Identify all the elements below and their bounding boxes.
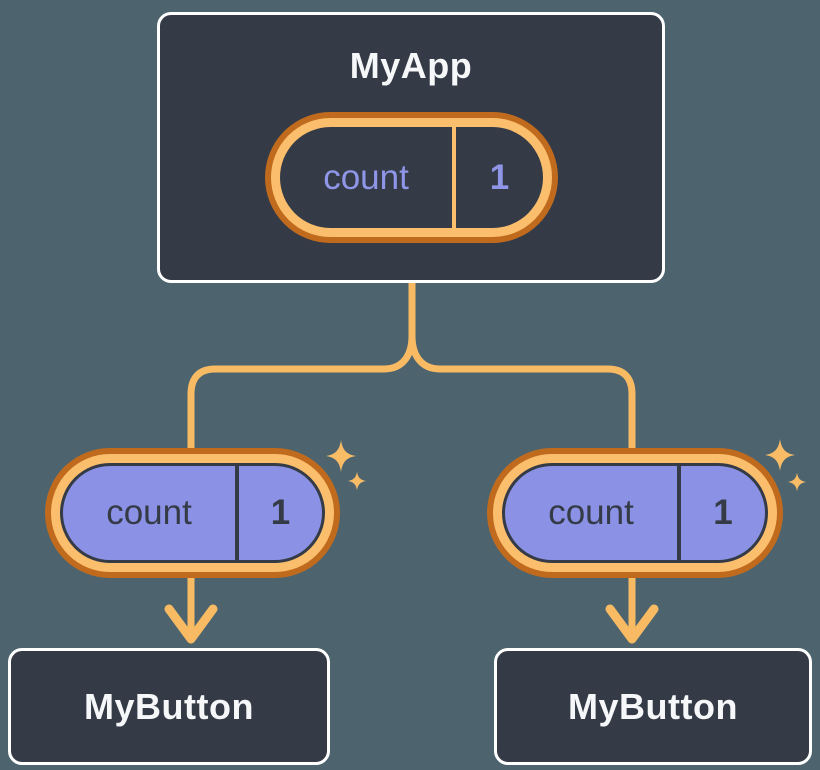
child-component-node: MyButton	[8, 648, 330, 765]
child-component-node: MyButton	[494, 648, 812, 765]
state-pill-body: count 1	[280, 127, 543, 228]
state-divider	[677, 466, 681, 560]
state-pill: count 1	[487, 448, 783, 578]
component-name: MyButton	[84, 685, 254, 727]
component-name: MyApp	[349, 45, 473, 86]
state-value: 1	[270, 493, 291, 532]
state-key: count	[106, 493, 192, 532]
state-pill: count 1	[265, 112, 558, 243]
state-key: count	[323, 157, 409, 197]
state-pill-body: count 1	[60, 463, 325, 563]
state-pill-body: count 1	[502, 463, 768, 563]
state-value: 1	[489, 157, 510, 197]
state-divider	[452, 127, 456, 228]
arrow-down-icon	[164, 604, 218, 644]
component-name: MyButton	[568, 685, 738, 727]
sparkle-icon	[765, 439, 795, 471]
state-key: count	[548, 493, 634, 532]
state-value: 1	[713, 493, 733, 532]
sparkle-icon	[787, 472, 807, 492]
tree-connector-right	[408, 276, 636, 638]
state-pill: count 1	[45, 448, 340, 578]
sparkle-icon	[326, 440, 356, 472]
sparkle-icon	[347, 471, 367, 491]
arrow-down-icon	[605, 604, 659, 644]
state-divider	[235, 466, 239, 560]
